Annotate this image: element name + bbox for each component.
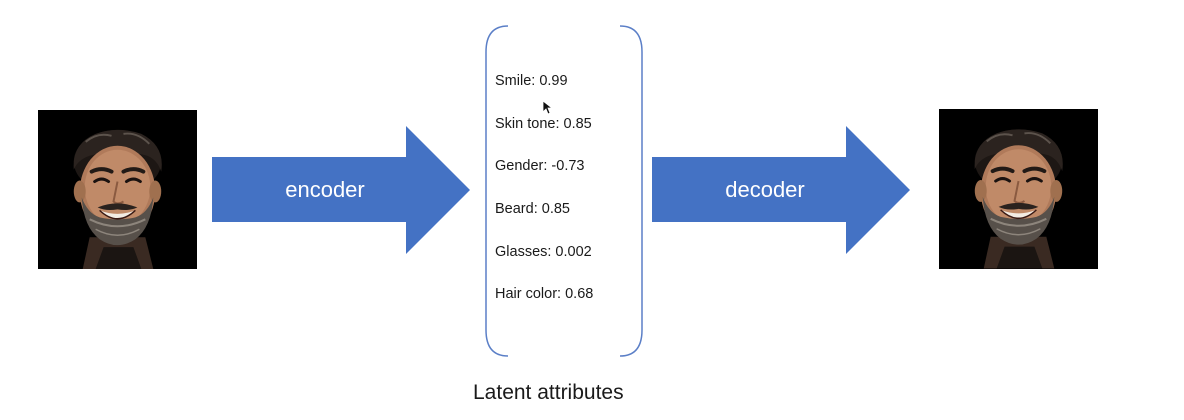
decoder-arrow — [652, 126, 910, 254]
attribute-beard: Beard: 0.85 — [495, 201, 570, 218]
encoder-arrow — [212, 126, 470, 254]
encoder-label: encoder — [285, 177, 365, 202]
face-portrait-icon — [939, 109, 1098, 269]
decoder-label: decoder — [725, 177, 805, 202]
latent-bracket — [478, 22, 650, 360]
attribute-smile: Smile: 0.99 — [495, 73, 568, 89]
attribute-hair-color: Hair color: 0.68 — [495, 286, 594, 303]
output-face-image — [939, 109, 1098, 269]
latent-attributes-caption: Latent attributes — [473, 381, 624, 404]
attribute-gender: Gender: -0.73 — [495, 158, 585, 175]
input-face-image — [38, 110, 197, 269]
attribute-skin-tone: Skin tone: 0.85 — [495, 115, 592, 132]
mouse-cursor-icon — [543, 101, 553, 115]
attribute-glasses: Glasses: 0.002 — [495, 243, 592, 260]
face-portrait-icon — [38, 110, 197, 269]
latent-attribute-list: Smile: 0.99 Skin tone: 0.85 Gender: -0.7… — [495, 71, 593, 327]
